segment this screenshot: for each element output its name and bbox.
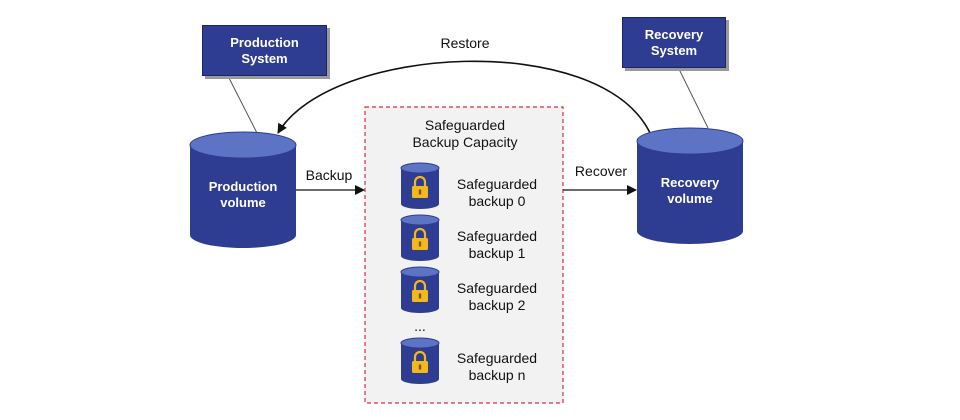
lock-icon bbox=[412, 227, 428, 250]
backup-n-label: Safeguarded backup n bbox=[456, 350, 538, 383]
recovery-volume-cylinder bbox=[636, 127, 744, 244]
restore-label: Restore bbox=[440, 35, 490, 51]
recovery-system-label: Recovery System bbox=[644, 26, 704, 58]
backup-cylinder-2 bbox=[400, 266, 440, 313]
backup-cylinder-3 bbox=[400, 337, 440, 384]
recovery-volume-label: Recovery volume bbox=[660, 175, 720, 206]
recover-label: Recover bbox=[574, 163, 628, 179]
backup-0-label: Safeguarded backup 0 bbox=[456, 176, 538, 209]
backup-cylinder-0 bbox=[400, 162, 440, 209]
recovery-system-box: Recovery System bbox=[622, 17, 726, 68]
backup-ellipsis: ... bbox=[414, 318, 426, 334]
safeguarded-title: Safeguarded Backup Capacity bbox=[412, 117, 518, 150]
lock-icon bbox=[412, 350, 428, 373]
recovery-connector-line bbox=[677, 66, 709, 129]
restore-arrow bbox=[277, 60, 651, 134]
production-system-box: Production System bbox=[202, 25, 327, 76]
lock-icon bbox=[412, 175, 428, 198]
backup-2-label: Safeguarded backup 2 bbox=[456, 280, 538, 313]
production-connector-line bbox=[227, 75, 259, 136]
backup-cylinder-1 bbox=[400, 214, 440, 261]
safeguarded-container bbox=[364, 106, 564, 404]
production-volume-label: Production volume bbox=[208, 179, 278, 210]
production-volume-cylinder bbox=[189, 131, 297, 248]
backup-1-label: Safeguarded backup 1 bbox=[456, 228, 538, 261]
production-system-label: Production System bbox=[230, 34, 299, 66]
lock-icon bbox=[412, 279, 428, 302]
backup-label: Backup bbox=[305, 167, 353, 183]
